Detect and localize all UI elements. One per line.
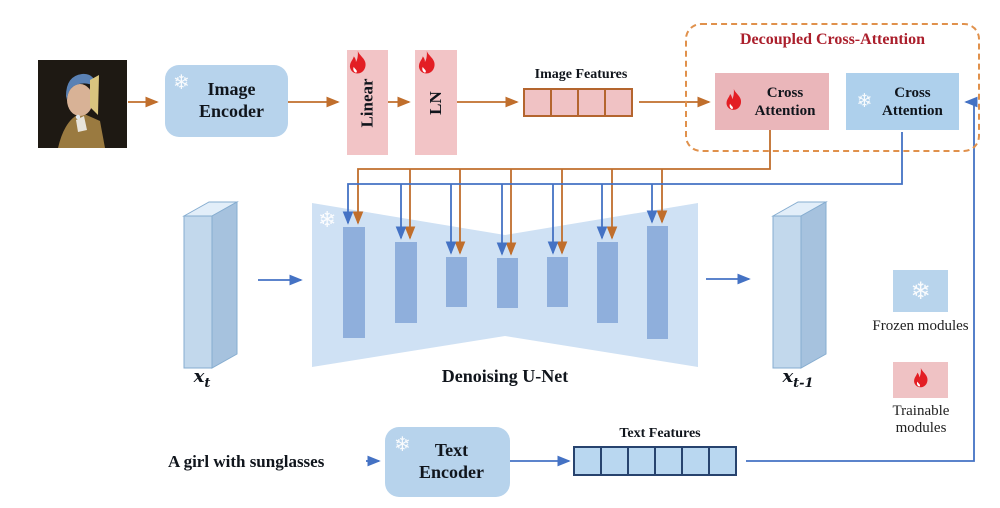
text-features-tokens (573, 446, 737, 476)
image-feature-cell (577, 88, 606, 117)
xt-minus-1-sub: t-1 (793, 375, 814, 391)
image-feature-cell (604, 88, 633, 117)
unet-blocks (343, 226, 668, 339)
xt-sub: t (204, 375, 211, 391)
snowflake-icon: ❄ (856, 90, 873, 112)
text-features-label: Text Features (619, 426, 701, 441)
cross-attention-text-label: Cross Attention (882, 84, 943, 119)
latent-xt-slab (182, 201, 239, 369)
flame-icon (913, 368, 927, 388)
image-encoder-box: ❄ Image Encoder (165, 65, 288, 137)
snowflake-icon: ❄ (173, 70, 190, 94)
girl-with-pearl-earring-image (38, 60, 127, 148)
flame-icon (415, 51, 439, 84)
legend-trainable-swatch (893, 362, 948, 398)
image-features-tokens (523, 88, 633, 117)
layer-norm-label: LN (426, 90, 445, 115)
text-feature-cell (600, 446, 629, 476)
text-feature-cell (627, 446, 656, 476)
xt-minus-1-base: x (782, 366, 794, 387)
flame-icon (346, 51, 370, 84)
linear-box: Linear (347, 50, 388, 155)
legend-trainable-label: Trainable modules (892, 403, 950, 437)
latent-xt-minus-1-slab (771, 201, 828, 369)
snowflake-icon: ❄ (318, 208, 337, 233)
legend-frozen-label: Frozen modules (872, 318, 969, 334)
snowflake-icon: ❄ (910, 277, 931, 305)
image-features-label: Image Features (534, 67, 628, 82)
snowflake-icon: ❄ (394, 432, 411, 456)
image-feature-cell (523, 88, 552, 117)
layer-norm-box: LN (415, 50, 457, 155)
text-encoder-label: Text Encoder (419, 440, 484, 482)
xt-label: xt (176, 366, 228, 391)
legend-frozen-swatch: ❄ (893, 270, 948, 312)
cross-attention-image-label: Cross Attention (754, 84, 816, 119)
flame-icon (723, 88, 745, 115)
decoupled-cross-attention-title: Decoupled Cross-Attention (739, 31, 926, 48)
linear-label: Linear (357, 77, 377, 128)
image-feature-cell (550, 88, 579, 117)
text-feature-cell (573, 446, 602, 476)
input-image (38, 60, 127, 148)
text-feature-cell (681, 446, 710, 476)
decoupled-cross-attention-container (685, 23, 980, 152)
blue-arrows (258, 96, 978, 467)
unet-label: Denoising U-Net (441, 366, 569, 386)
xt-minus-1-label: xt-1 (758, 366, 838, 391)
xt-base: x (193, 366, 205, 387)
text-encoder-box: ❄ Text Encoder (385, 427, 510, 497)
text-feature-cell (708, 446, 737, 476)
text-prompt: A girl with sunglasses (168, 452, 325, 471)
cross-attention-text-box: ❄ Cross Attention (846, 73, 959, 130)
text-feature-cell (654, 446, 683, 476)
cross-attention-image-box: Cross Attention (715, 73, 829, 130)
image-encoder-label: Image Encoder (199, 79, 264, 121)
